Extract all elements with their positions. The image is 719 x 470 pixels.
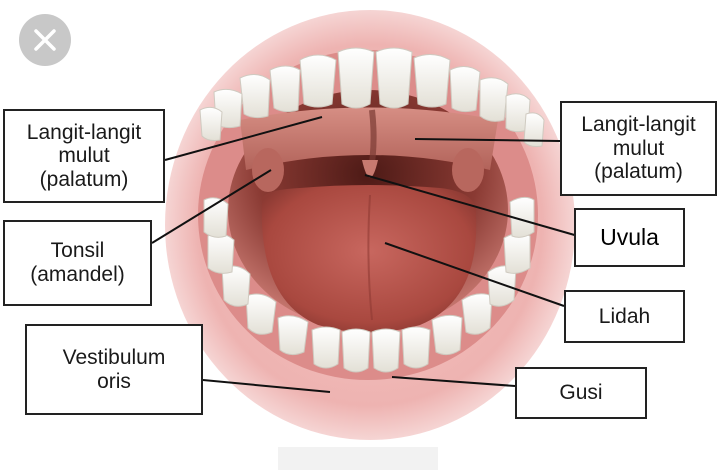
uvula: [362, 160, 378, 178]
close-icon: [34, 29, 56, 51]
close-button[interactable]: [19, 14, 71, 66]
leader-uvula: [364, 174, 579, 237]
leader-palatum-left: [164, 116, 323, 161]
lower-teeth: [203, 196, 535, 373]
label-uvula: Uvula: [574, 208, 685, 267]
leader-palatum-right: [414, 138, 561, 142]
leader-lines: [151, 116, 579, 393]
leader-lidah: [384, 242, 565, 307]
tonsil-right: [452, 148, 484, 192]
upper-teeth: [199, 47, 545, 147]
leader-tonsil: [151, 169, 272, 244]
label-vestibulum: Vestibulum oris: [25, 324, 203, 415]
label-tonsil: Tonsil (amandel): [3, 220, 152, 306]
label-palatum-right: Langit-langit mulut (palatum): [560, 101, 717, 196]
leader-gusi: [391, 376, 516, 387]
leader-vestibulum: [202, 379, 331, 393]
tonsil-left: [252, 148, 284, 192]
tongue-midline: [367, 194, 373, 321]
image-bottom-edge: [278, 447, 438, 470]
palate: [240, 107, 498, 170]
label-gusi: Gusi: [515, 367, 647, 419]
label-lidah: Lidah: [564, 290, 685, 343]
label-palatum-left: Langit-langit mulut (palatum): [3, 109, 165, 203]
